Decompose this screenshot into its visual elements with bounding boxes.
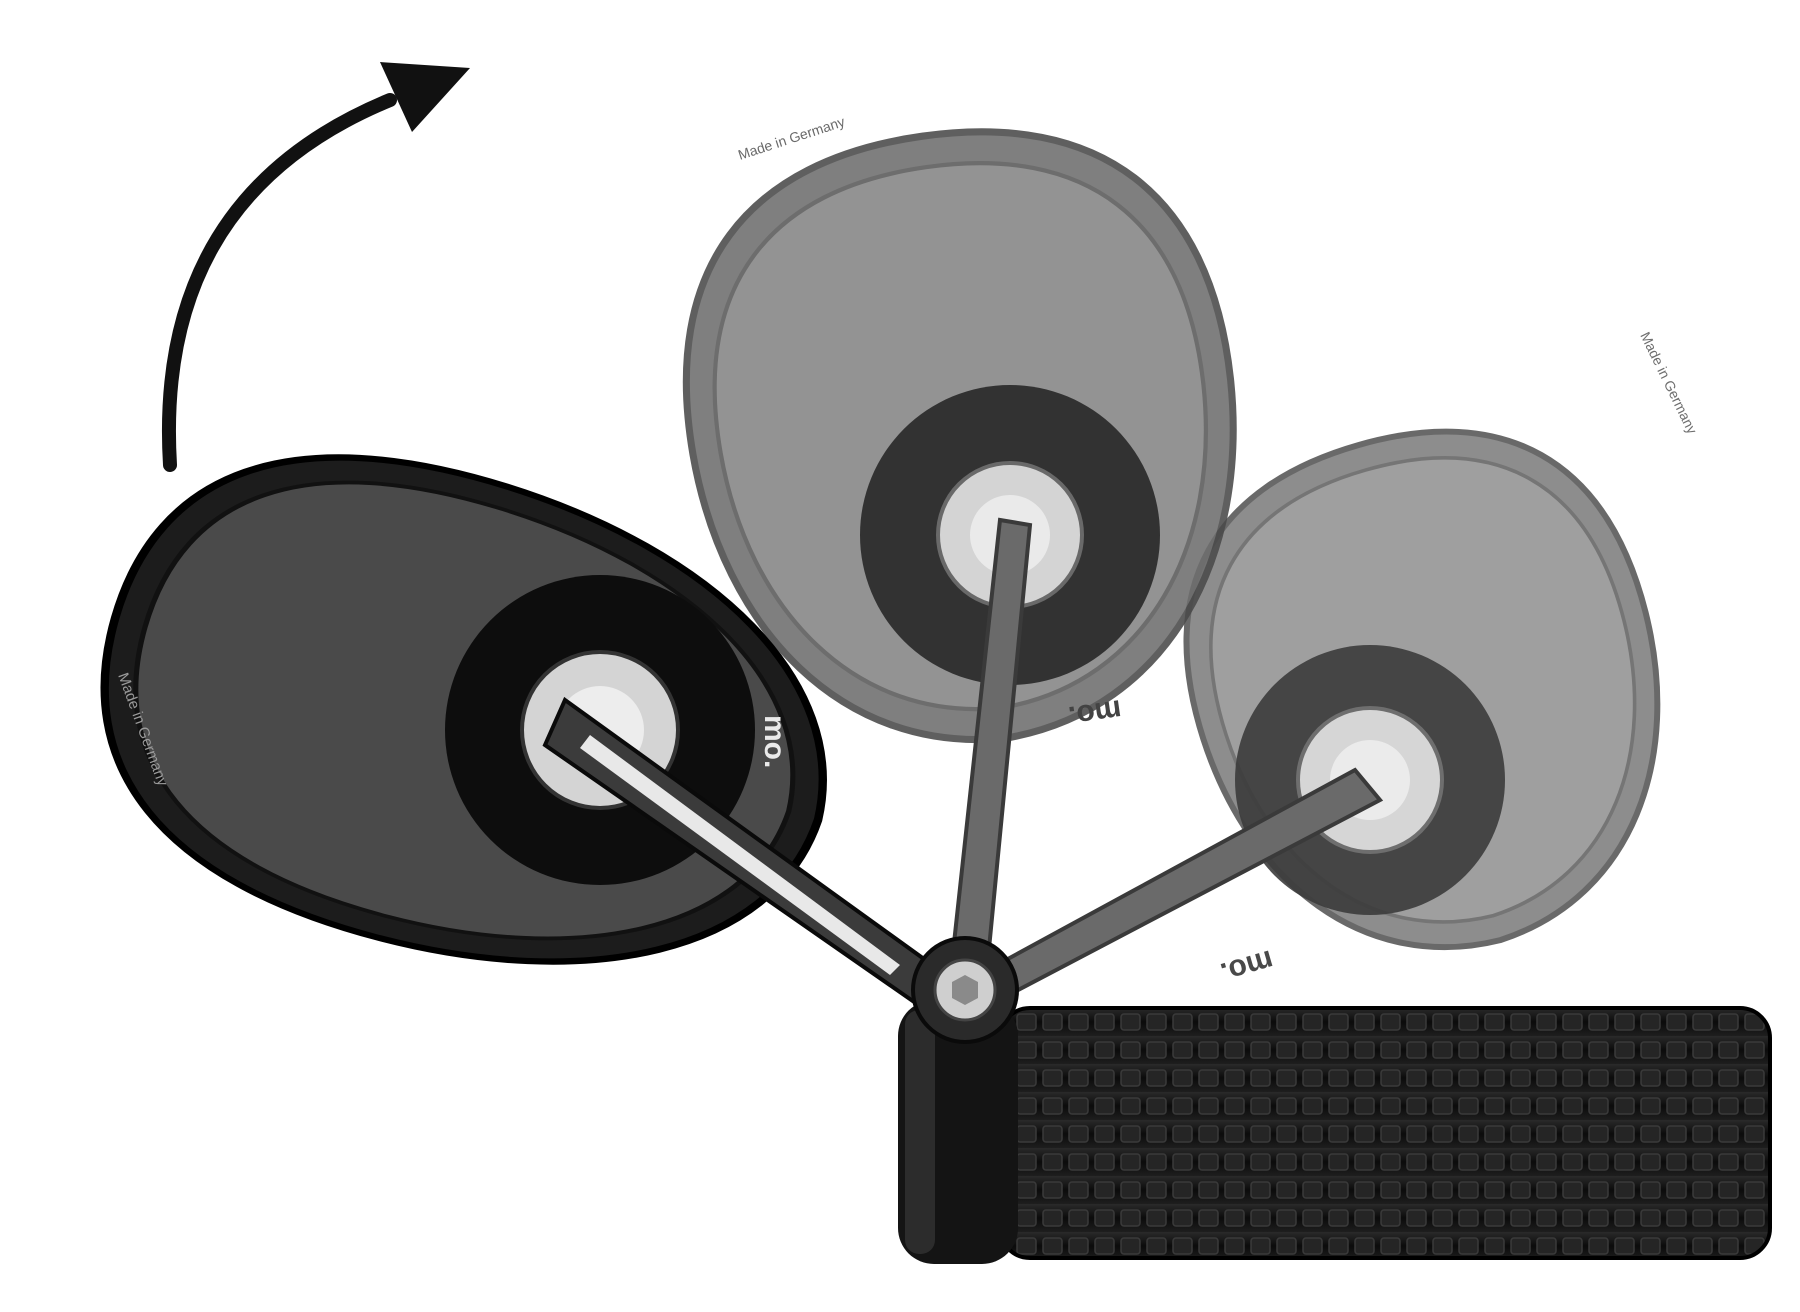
mirror-front-logo: mo. xyxy=(758,715,791,768)
mirror-middle-inscription: Made in Germany xyxy=(736,113,847,163)
mirror-back-logo: mo. xyxy=(1217,943,1277,989)
pivot-joint xyxy=(911,936,1019,1044)
curved-arrow-icon xyxy=(162,62,470,472)
mirror-back-inscription: Made in Germany xyxy=(1637,329,1700,436)
handlebar-grip xyxy=(898,1000,1772,1264)
mirror-middle-logo: mo. xyxy=(1066,693,1123,733)
